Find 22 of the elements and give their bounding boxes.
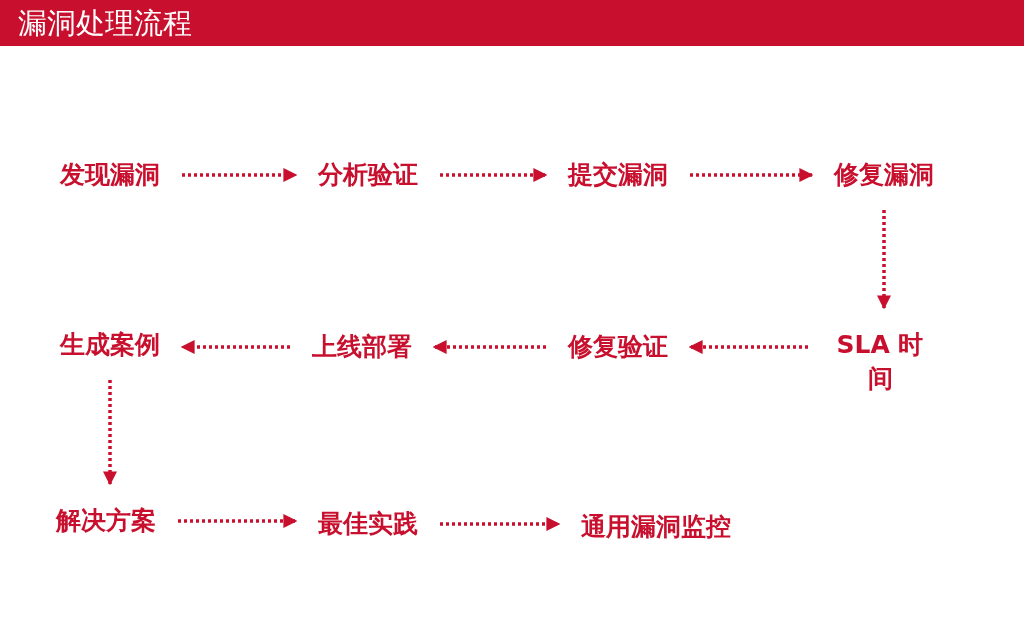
step-label: 通用漏洞监控 — [581, 510, 731, 544]
dotted-arrow — [103, 380, 117, 486]
step-label: 分析验证 — [318, 158, 418, 192]
step-label: 最佳实践 — [318, 507, 418, 541]
dotted-arrow — [688, 340, 808, 354]
step-label: 生成案例 — [60, 328, 160, 362]
step-label: 上线部署 — [312, 330, 412, 364]
dotted-arrow — [178, 514, 298, 528]
dotted-arrow — [432, 340, 546, 354]
dotted-arrow — [180, 340, 290, 354]
step-label: 修复漏洞 — [834, 158, 934, 192]
dotted-arrow — [440, 517, 561, 531]
dotted-arrow — [690, 168, 814, 182]
dotted-arrow — [440, 168, 548, 182]
dotted-arrow — [877, 210, 891, 310]
step-label: 解决方案 — [56, 504, 156, 538]
dotted-arrow — [182, 168, 298, 182]
step-label: 提交漏洞 — [568, 158, 668, 192]
page-title: 漏洞处理流程 — [18, 5, 192, 41]
step-label: 发现漏洞 — [60, 158, 160, 192]
step-label: 修复验证 — [568, 330, 668, 364]
step-label: SLA 时间 — [830, 328, 930, 396]
